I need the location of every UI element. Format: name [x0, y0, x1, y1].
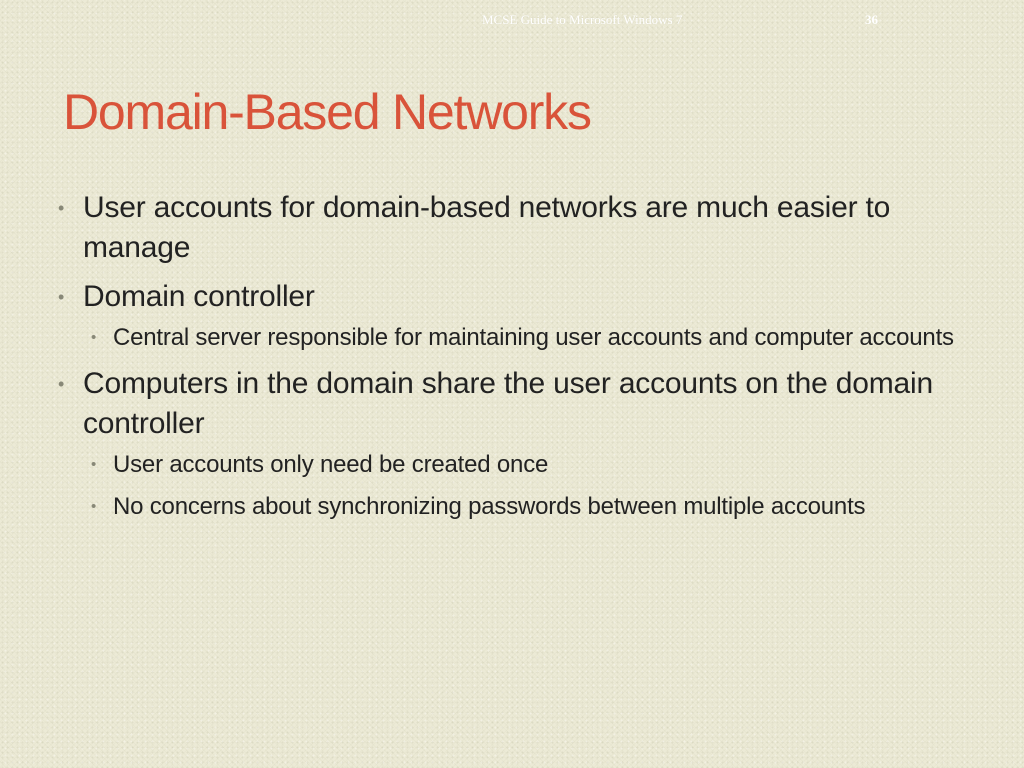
bullet-item: Domain controller Central server respons… — [58, 277, 958, 355]
bullet-list: User accounts for domain-based networks … — [58, 188, 958, 524]
sub-bullet-text: Central server responsible for maintaini… — [113, 324, 954, 351]
sub-bullet-list: Central server responsible for maintaini… — [83, 321, 958, 355]
sub-bullet-list: User accounts only need be created once … — [83, 448, 958, 524]
bullet-text: Domain controller — [83, 280, 315, 313]
slide-content: User accounts for domain-based networks … — [58, 188, 958, 533]
sub-bullet-text: User accounts only need be created once — [113, 451, 549, 478]
sub-bullet-item: Central server responsible for maintaini… — [83, 321, 958, 355]
bullet-text: User accounts for domain-based networks … — [83, 191, 891, 264]
sub-bullet-text: No concerns about synchronizing password… — [113, 493, 866, 520]
header-text: MCSE Guide to Microsoft Windows 7 — [482, 12, 683, 27]
bullet-text: Computers in the domain share the user a… — [83, 367, 933, 440]
slide-title: Domain-Based Networks — [63, 84, 592, 140]
sub-bullet-item: User accounts only need be created once — [83, 448, 958, 482]
slide-number: 36 — [865, 12, 878, 27]
sub-bullet-item: No concerns about synchronizing password… — [83, 490, 958, 524]
bullet-item: User accounts for domain-based networks … — [58, 188, 958, 268]
slide-header: MCSE Guide to Microsoft Windows 7 36 — [0, 12, 1024, 32]
bullet-item: Computers in the domain share the user a… — [58, 364, 958, 524]
